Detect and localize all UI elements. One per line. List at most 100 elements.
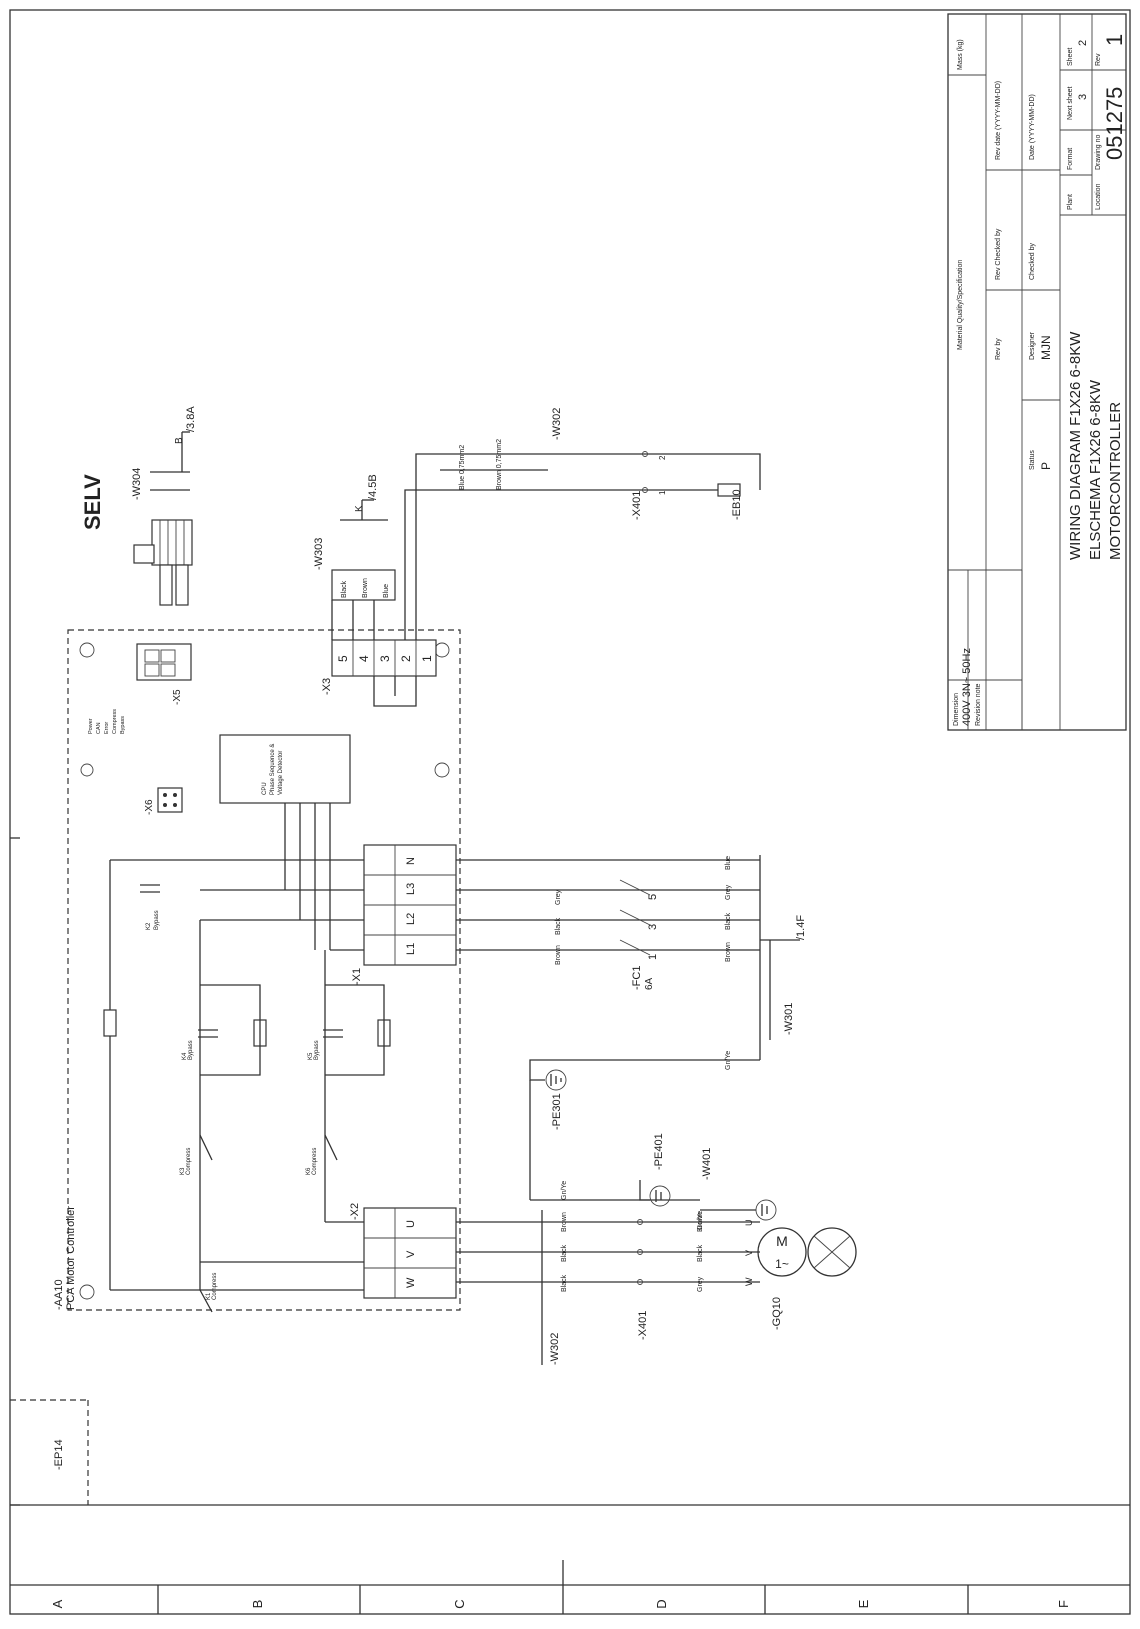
relay-k6-label: K6 [306, 1167, 312, 1175]
gq10-label: -GQ10 [771, 1297, 783, 1330]
w303-ref-letter: K [354, 505, 365, 512]
wire-brown-motor: Brown [697, 1212, 704, 1232]
led-bypass: Bypass [120, 716, 126, 734]
selv-plug-body [151, 519, 193, 566]
zone-letter-a: A [50, 1599, 65, 1608]
plant-label: Plant [1067, 194, 1074, 210]
relay-k2-bypass: Bypass [154, 910, 160, 930]
sheet-value: 2 [1077, 40, 1089, 46]
title-line-3: MOTORCONTROLLER [1107, 402, 1124, 560]
eb10-heater [717, 483, 741, 497]
wire-grye-motor: Gn/Ye [697, 1211, 704, 1230]
aa10-label: -AA10 [53, 1279, 65, 1310]
checked-label: Checked by [1029, 243, 1036, 280]
wire-black-w: Black [561, 1274, 568, 1292]
led-power: Power [88, 718, 94, 734]
x2-label: -X2 [349, 1203, 361, 1220]
w303-label: -W303 [313, 538, 325, 570]
dimension-value: 400V 3N~ 50Hz [961, 648, 973, 726]
wire-black-x1: Black [725, 912, 732, 930]
zone-ticks [10, 837, 969, 1614]
ep14-label: -EP14 [53, 1439, 65, 1470]
pcb-boundary [67, 629, 461, 1311]
relay-k5-bypass: Bypass [314, 1040, 320, 1060]
ep14-region: -EP14 [10, 1399, 89, 1505]
title-block: Mass (kg) Material Quality/Specification… [947, 13, 1127, 731]
designer-label: Designer [1029, 331, 1036, 360]
relay-k3-compress: Compress [186, 1148, 192, 1175]
status-label: Status [1029, 450, 1036, 470]
material-label: Material Quality/Specification [957, 260, 964, 350]
x3-wire-brown: Brown [362, 578, 369, 598]
selv-plug-latch [133, 544, 155, 564]
wire-grye-w301: Gn/Ye [725, 1051, 732, 1070]
status-leds: Power CAN Error Compress Bypass [88, 709, 126, 734]
wire-grey-motor: Grey [697, 1276, 704, 1292]
wire-grye-pe401: Gn/Ye [561, 1181, 568, 1200]
eb10-label: -EB10 [731, 489, 743, 520]
wire-black-v: Black [561, 1244, 568, 1262]
rev-date-label: Rev date (YYYY-MM-DD) [995, 81, 1002, 160]
led-error: Error [104, 722, 110, 734]
location-label: Location [1095, 183, 1102, 210]
x6-label: -X6 [144, 799, 155, 815]
date-label: Date (YYYY-MM-DD) [1029, 94, 1036, 160]
pe401-label: -PE401 [653, 1133, 665, 1170]
fc1-pole-5: 5 [647, 894, 659, 900]
led-compress: Compress [112, 709, 118, 734]
revision-note-label: Revision note [975, 683, 982, 726]
x2-terminal-v: V [405, 1250, 417, 1258]
zone-letter-b: B [250, 1600, 265, 1609]
zone-letter-d: D [654, 1599, 669, 1608]
status-value: P [1039, 462, 1053, 470]
x3-wire-black: Black [341, 580, 348, 598]
rev-value: 1 [1102, 34, 1127, 46]
x3-terminal-block: 5 4 3 2 1 -X3 Black Brown Blue -W303 /4.… [313, 474, 437, 707]
x1-terminal-l3: L3 [405, 883, 417, 895]
cpu-label: CPU [262, 782, 268, 795]
motor-circle [757, 1227, 807, 1277]
motor-pin-w: W [744, 1277, 754, 1286]
fc1-label: -FC1 [631, 966, 643, 990]
dimension-label: Dimension [953, 693, 960, 726]
x1-label: -X1 [351, 968, 363, 985]
compressor-circle [807, 1227, 857, 1277]
wire-brown-fc: Brown [555, 945, 562, 965]
pcb-internal-wiring: K2 Bypass K4 Bypass K5 Bypass K3 Compres… [103, 803, 391, 1313]
rev-checked-label: Rev Checked by [995, 228, 1002, 280]
motor-pin-v: V [744, 1250, 754, 1256]
w304-ref-letter: B [174, 437, 185, 444]
w303-ref: /4.5B [367, 474, 379, 500]
x1-terminal-l2: L2 [405, 913, 417, 925]
motor-m-label: M [776, 1233, 788, 1249]
w304-label: -W304 [131, 468, 143, 500]
motor-pin-u: U [744, 1220, 754, 1227]
wire-brown-x1: Brown [725, 942, 732, 962]
cpu-sub-1: Phase Sequence & [270, 744, 276, 795]
cpu-block: CPU Phase Sequence & Voltage Detector [219, 734, 351, 804]
x2-terminal-u: U [405, 1220, 417, 1228]
fc1-pole-1: 1 [647, 954, 659, 960]
wire-black-fc: Black [555, 917, 562, 935]
relay-k2-label: K2 [146, 922, 152, 930]
cpu-sub-2: Voltage Detector [278, 751, 284, 795]
relay-k4-label: K4 [182, 1052, 188, 1060]
title-line-1: WIRING DIAGRAM F1X26 6-8KW [1067, 331, 1084, 560]
x5-connector: -X5 [136, 643, 192, 705]
motor-ac-label: 1~ [775, 1257, 789, 1271]
w302-bot-label: -W302 [549, 1333, 561, 1365]
aa10-name: PCA Motor Controller [65, 1206, 77, 1310]
zone-letter-e: E [856, 1599, 871, 1608]
next-sheet-label: Next sheet [1067, 86, 1074, 120]
pe301-label: -PE301 [551, 1093, 563, 1130]
wire-blue-x1: Blue [725, 856, 732, 870]
wire-brown-u: Brown [561, 1212, 568, 1232]
x3-terminal-5: 5 [336, 655, 350, 662]
motor-wiring: Brown Black Black -W302 -X401 Brown Blac… [456, 1210, 857, 1365]
relay-k1-compress: Compress [212, 1273, 218, 1300]
x401-top-pin-1: 1 [658, 490, 667, 495]
sheet-label: Sheet [1067, 48, 1074, 66]
wire-black-motor: Black [697, 1244, 704, 1262]
w301-ref: /1.4F [795, 915, 807, 940]
selv-connector-group: SELV -W304 /3.8A B [80, 406, 197, 606]
